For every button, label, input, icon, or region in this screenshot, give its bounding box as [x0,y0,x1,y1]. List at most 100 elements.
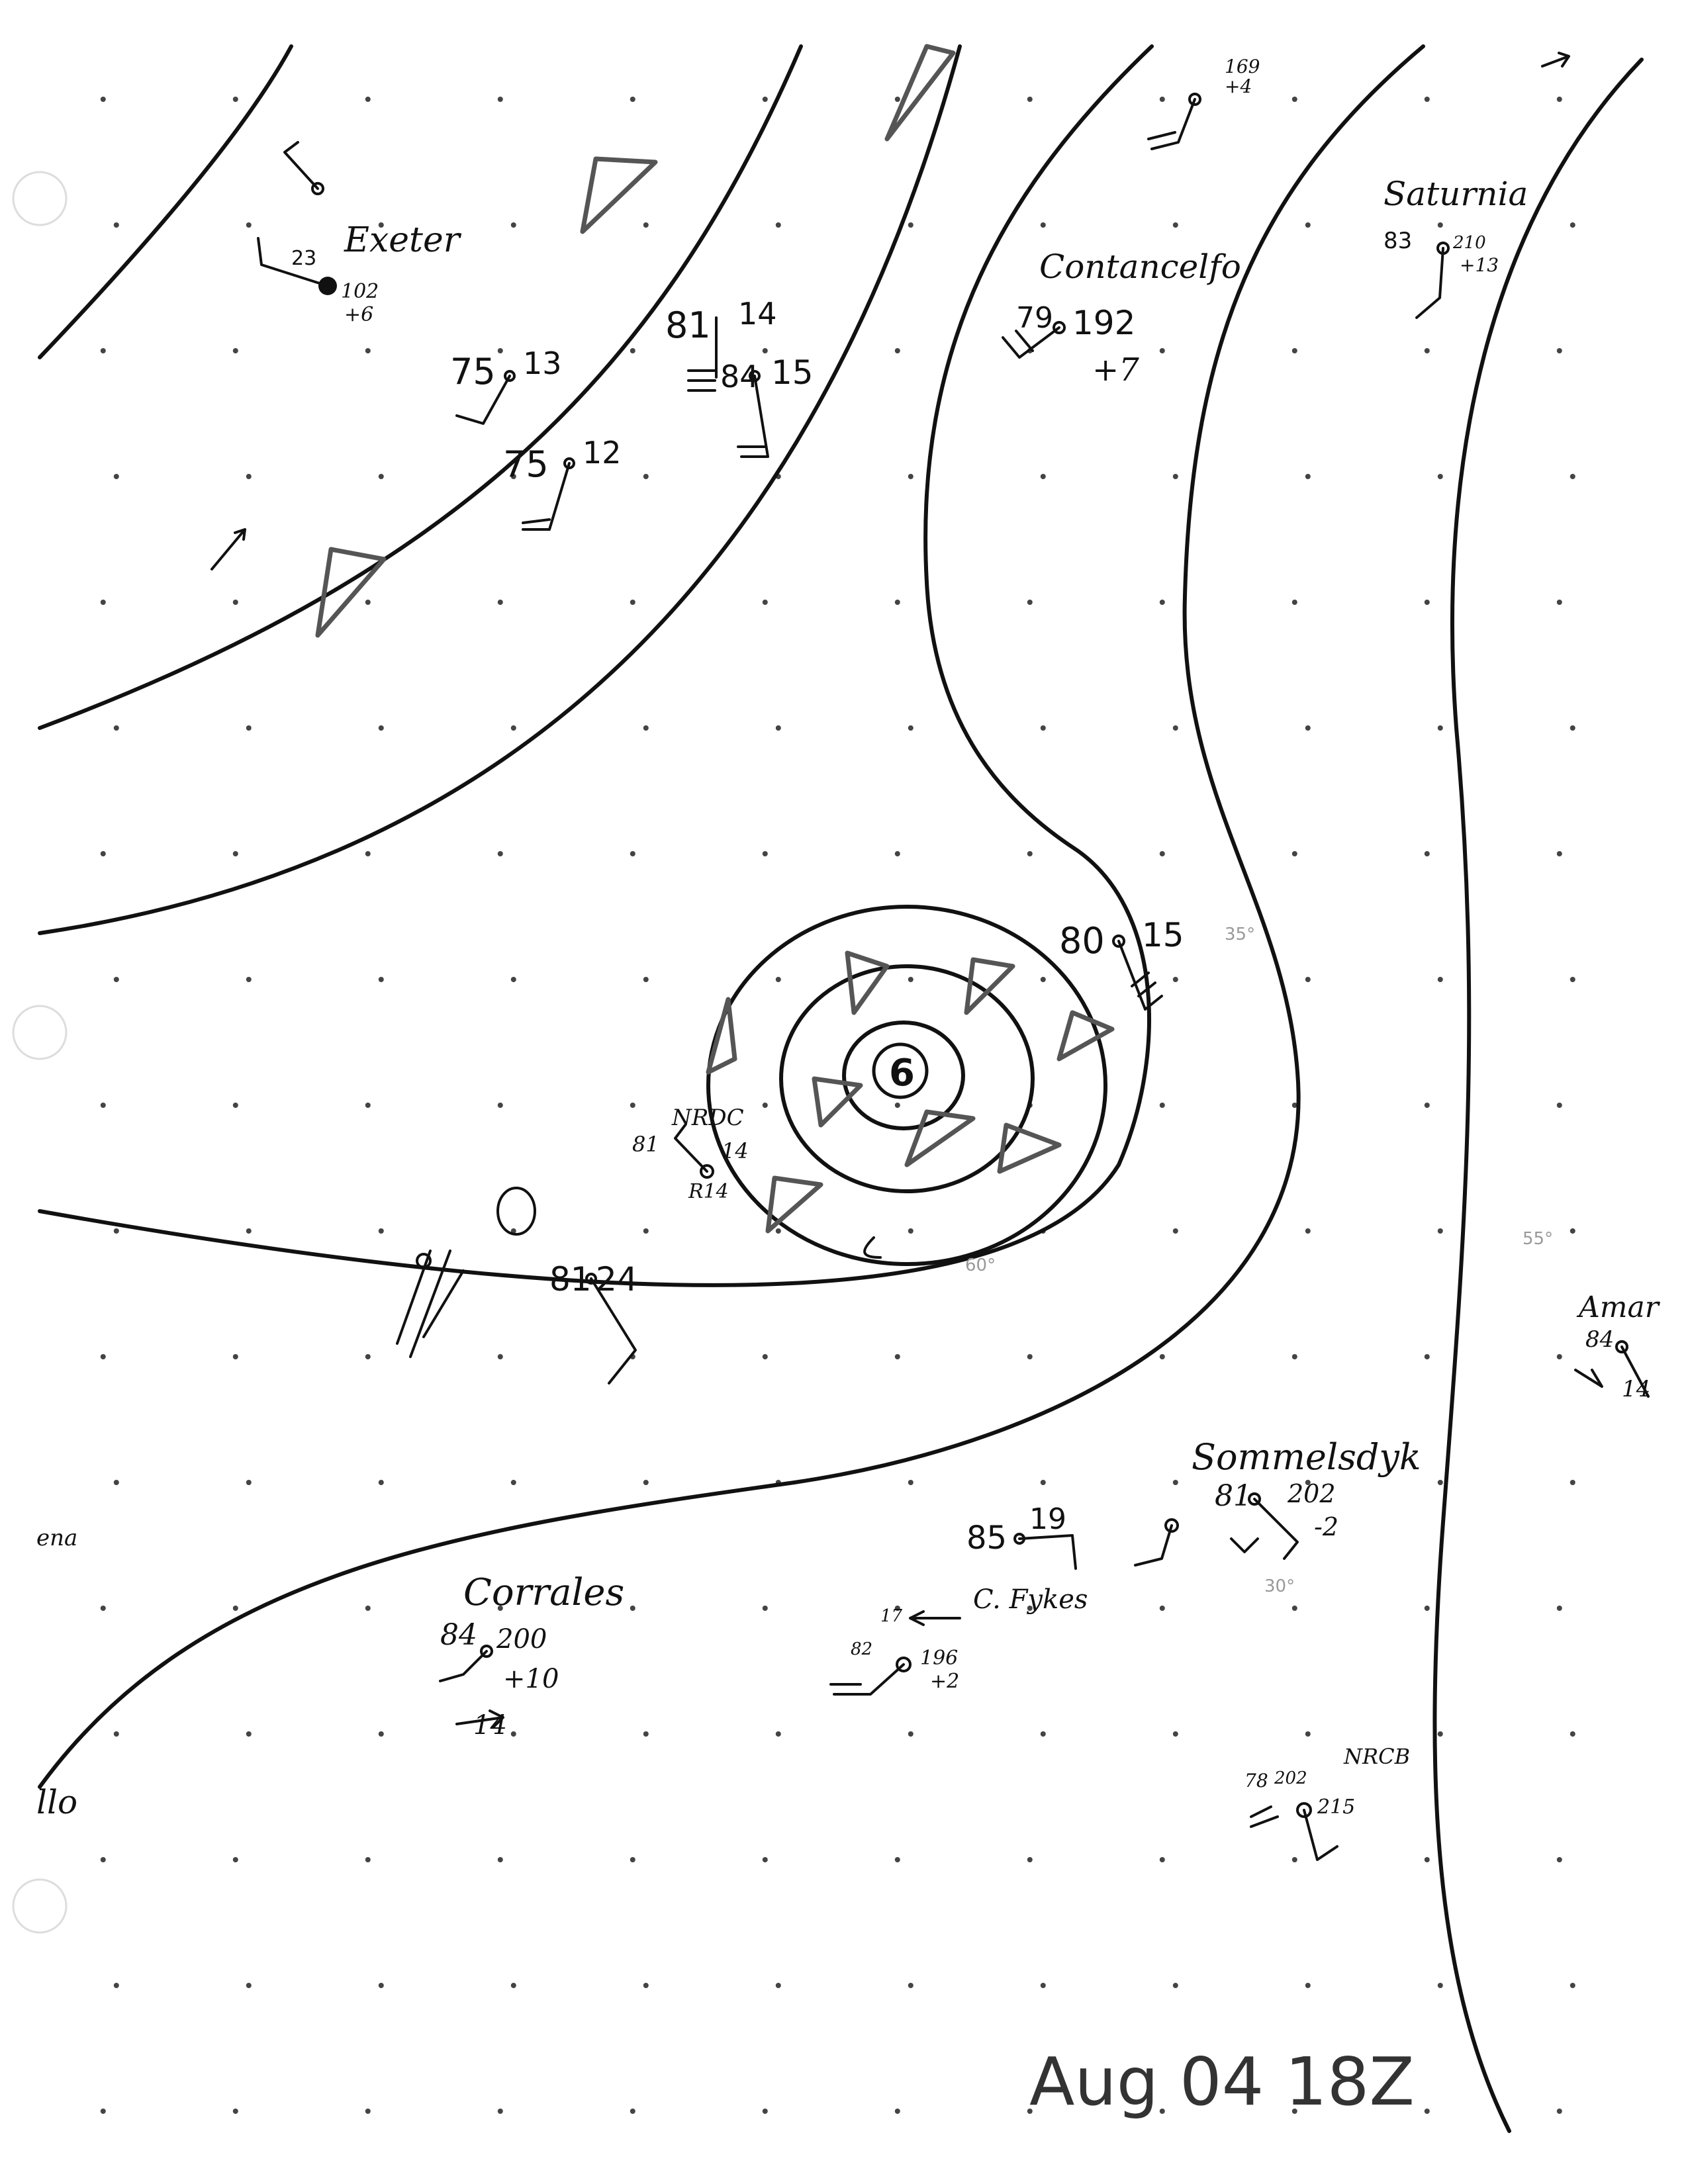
grid-dot [1291,1606,1297,1611]
grid-dot [510,725,516,731]
station-temp: 81 [549,1260,592,1298]
grid-dot [378,222,384,228]
grid-dot [894,1354,900,1359]
grid-dot [1305,725,1311,731]
grid-dot [365,97,371,102]
grid-dot [1172,474,1178,479]
grid-dot [1159,2109,1165,2114]
grid-dot [630,1857,635,1862]
station-pressure: 15 [771,353,814,392]
station-tendency: +10 [503,1664,559,1694]
grid-dot [1424,1606,1430,1611]
grid-dot [232,600,238,605]
grid-dot [1040,1731,1046,1737]
station-temp: 82 [851,1639,872,1659]
grid-dot [1291,600,1297,605]
station-tendency: +13 [1460,254,1499,276]
grid-dot [365,1857,371,1862]
grid-dot [908,1731,914,1737]
grid-dot [232,1857,238,1862]
grid-dot [497,600,503,605]
grid-dot [365,2109,371,2114]
grid-dot [497,1606,503,1611]
station-pressure: 215 [1317,1796,1355,1819]
grid-dot [246,1983,252,1988]
grid-dot [1556,1857,1562,1862]
cyclone-center-circle [872,1042,929,1099]
station-extra: 202 [1274,1768,1307,1788]
grid-dot [762,2109,768,2114]
grid-dot [1040,474,1046,479]
isobar-3 [38,44,962,935]
station-labels: Exeter 23 102 +6 75 13 75 12 81 14 84 15… [36,56,1661,1821]
isobars: 6 [38,44,1644,2133]
grid-dot [1556,1354,1562,1359]
grid-dot [1570,474,1575,479]
grid-dot [1291,348,1297,353]
station-tendency: +2 [930,1670,959,1693]
cyclone-ring-outer [706,905,1107,1266]
grid-dot [775,725,781,731]
grid-dot [1040,1983,1046,1988]
grid-dot [378,1983,384,1988]
station-temp: 84 [720,359,759,394]
grid-dot [100,348,106,353]
station-pressure: 19 [1029,1502,1066,1536]
grid-dot [1291,1354,1297,1359]
grid-dot [1424,851,1430,856]
grid-dot [1040,1480,1046,1485]
grid-dot [100,600,106,605]
station-pressure: 24 [596,1260,638,1298]
grid-dot [630,97,635,102]
station-temp: 75 [503,443,549,485]
grid-dot [908,725,914,731]
grid-dot [510,1983,516,1988]
grid-dot [894,1857,900,1862]
grid-dot [762,1857,768,1862]
grid-dot [113,977,119,982]
grid-dot [1556,851,1562,856]
grid-dot [510,1731,516,1737]
grid-dot [113,725,119,731]
grid-dot [497,1103,503,1108]
grid-dot [1437,977,1443,982]
grid-dot [643,222,649,228]
grid-dot [365,1354,371,1359]
grid-dot [510,1480,516,1485]
station-temp: 81 [1215,1479,1252,1513]
cyclone-ring-inner [842,1021,965,1130]
isobar-4 [38,44,1154,1287]
grid-dot [1027,851,1033,856]
grid-dot [510,222,516,228]
grid-dot [1424,1354,1430,1359]
station-pressure: 14 [722,1138,749,1163]
grid-dot [1172,1983,1178,1988]
grid-dot [762,1606,768,1611]
station-name-nrdc: NRDC [671,1105,744,1131]
grid-dot [100,1103,106,1108]
grid-dot [1437,725,1443,731]
grid-dot [908,1480,914,1485]
station-temp: 80 [1059,920,1105,962]
grid-dot [1556,97,1562,102]
grid-dot [1424,1857,1430,1862]
tick-label: 60° [965,1255,996,1275]
grid-dot [775,1731,781,1737]
edge-fragment: llo [36,1783,77,1821]
grid-dot [762,1103,768,1108]
station-tendency: -2 [1314,1512,1338,1541]
grid-dot [1424,2109,1430,2114]
grid-dot [246,1480,252,1485]
station-name-amar: Amar [1576,1291,1661,1324]
chart-date-label: Aug 04 18Z [1029,2043,1415,2120]
grid-dot [1556,2109,1562,2114]
grid-dot [643,1228,649,1234]
grid-dot [775,977,781,982]
station-temp: 83 [1383,228,1412,254]
station-pressure: 210 [1452,233,1486,253]
grid-dot [1570,725,1575,731]
grid-dot [497,851,503,856]
grid-dot [365,1606,371,1611]
grid-dot [1159,1354,1165,1359]
grid-dot [1437,222,1443,228]
